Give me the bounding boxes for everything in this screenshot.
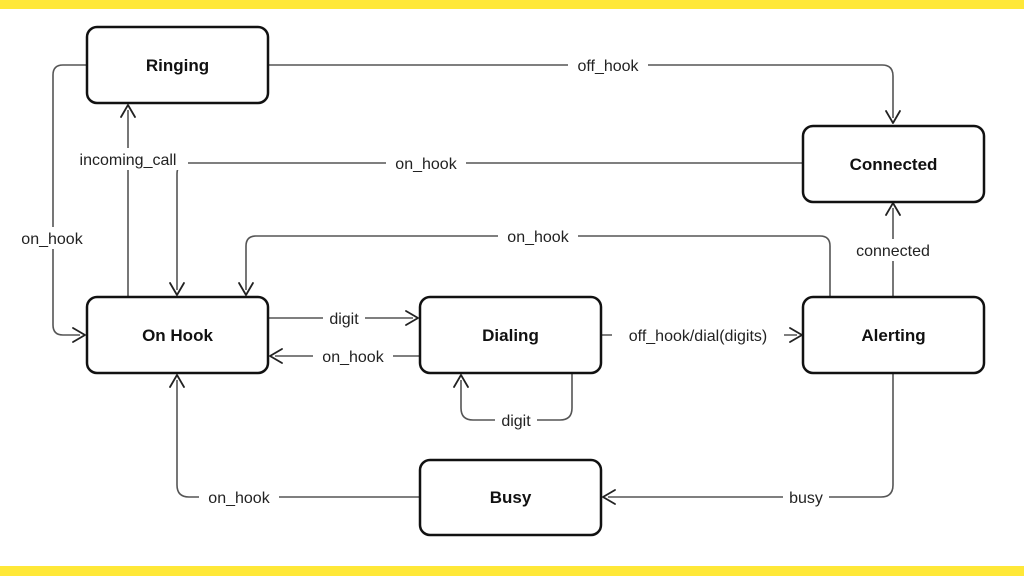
bottom-accent-band	[0, 566, 1024, 576]
state-on-hook: On Hook	[85, 295, 270, 375]
state-busy: Busy	[418, 458, 603, 537]
edge-busy-to-onhook	[169, 374, 420, 498]
label-connected-to-onhook: on_hook	[395, 156, 457, 173]
state-on-hook-label: On Hook	[142, 326, 213, 345]
state-dialing-label: Dialing	[482, 326, 539, 345]
top-accent-band	[0, 0, 1024, 9]
label-dialing-to-onhook: on_hook	[322, 349, 384, 366]
state-ringing-label: Ringing	[146, 56, 209, 75]
state-busy-label: Busy	[490, 488, 532, 507]
edge-connected-to-onhook	[169, 162, 803, 296]
edge-ringing-to-onhook	[52, 64, 87, 343]
edge-alerting-to-busy	[602, 373, 894, 505]
label-alerting-to-busy: busy	[789, 490, 823, 507]
label-onhook-to-dialing: digit	[329, 311, 359, 328]
state-ringing: Ringing	[85, 25, 270, 105]
label-dialing-to-alerting: off_hook/dial(digits)	[629, 328, 767, 345]
label-alerting-to-connected: connected	[856, 243, 930, 260]
edge-onhook-to-ringing	[120, 104, 136, 297]
state-connected-label: Connected	[850, 155, 938, 174]
label-ringing-to-connected: off_hook	[577, 58, 639, 75]
label-dialing-self: digit	[501, 413, 531, 430]
label-busy-to-onhook: on_hook	[208, 490, 270, 507]
state-dialing: Dialing	[418, 295, 603, 375]
state-connected: Connected	[801, 124, 986, 204]
label-onhook-to-ringing: incoming_call	[80, 152, 177, 169]
label-ringing-to-onhook: on_hook	[21, 231, 83, 248]
state-alerting: Alerting	[801, 295, 986, 375]
label-alerting-to-onhook: on_hook	[507, 229, 569, 246]
edge-ringing-to-connected	[268, 64, 901, 124]
state-alerting-label: Alerting	[861, 326, 925, 345]
